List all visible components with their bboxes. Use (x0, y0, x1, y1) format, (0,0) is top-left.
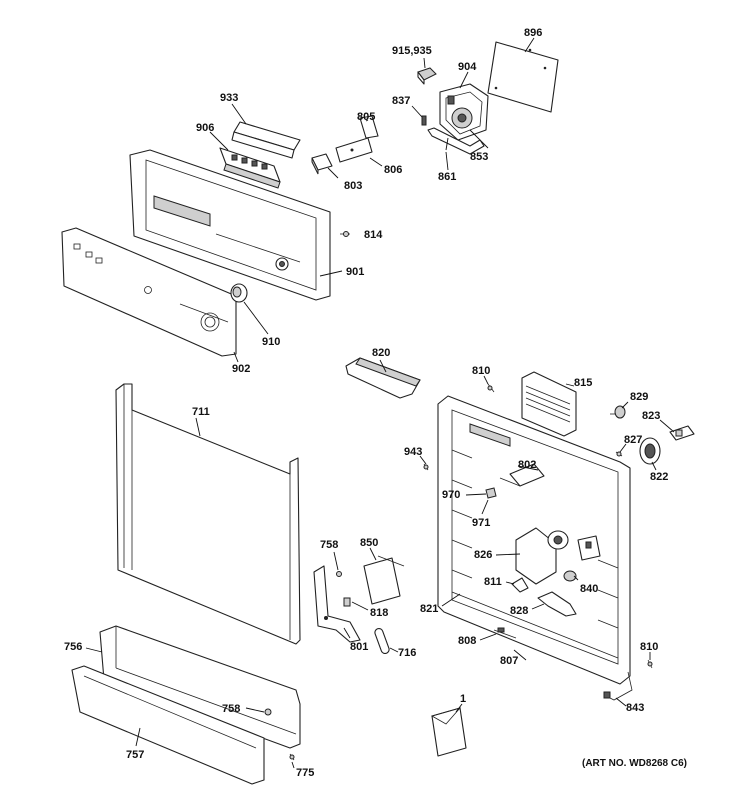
label-758-bottom: 758 (222, 703, 240, 715)
label-971: 971 (472, 517, 490, 529)
label-756: 756 (64, 641, 82, 653)
label-810-bottom: 810 (640, 641, 658, 653)
label-837: 837 (392, 95, 410, 107)
label-806: 806 (384, 164, 402, 176)
part-896-cover-plate (487, 41, 559, 113)
label-1: 1 (460, 693, 466, 705)
part-1-literature (430, 707, 467, 757)
part-806-switch-board (335, 137, 373, 163)
label-815: 815 (574, 377, 592, 389)
part-805-bracket (359, 115, 379, 139)
label-904: 904 (458, 61, 477, 73)
label-801: 801 (350, 641, 368, 653)
label-853: 853 (470, 151, 488, 163)
part-933-shield (231, 121, 301, 159)
label-805: 805 (357, 111, 375, 123)
label-808: 808 (458, 635, 476, 647)
label-711: 711 (192, 406, 210, 418)
part-820-vent (345, 357, 421, 399)
part-828-arm (537, 591, 577, 617)
label-850: 850 (360, 537, 378, 549)
part-823-actuator (669, 425, 695, 441)
part-850-plate (363, 555, 405, 605)
part-811-lever (511, 577, 529, 593)
part-815-vent-grille (521, 371, 577, 437)
part-827-screw (615, 451, 623, 457)
label-970: 970 (442, 489, 460, 501)
label-902: 902 (232, 363, 250, 375)
label-757: 757 (126, 749, 144, 761)
label-861: 861 (438, 171, 456, 183)
label-840: 840 (580, 583, 598, 595)
label-818: 818 (370, 607, 388, 619)
part-943-screw (423, 463, 429, 471)
part-810-screw-bottom (647, 659, 653, 669)
label-910: 910 (262, 336, 280, 348)
part-810-screw-top (487, 383, 495, 393)
part-818-clip (343, 597, 351, 607)
label-803: 803 (344, 180, 362, 192)
part-758-screw-bottom (264, 708, 272, 716)
part-808-hinge-pin (493, 627, 517, 639)
label-716: 716 (398, 647, 416, 659)
label-828: 828 (510, 605, 528, 617)
part-843-wire (603, 671, 633, 701)
label-896: 896 (524, 27, 542, 39)
part-826-dispenser (515, 527, 601, 585)
part-716-link (374, 627, 390, 655)
label-943: 943 (404, 446, 422, 458)
label-829: 829 (630, 391, 648, 403)
label-843: 843 (626, 702, 644, 714)
part-801-hinge-arm (313, 565, 361, 643)
part-822-dispenser-cap (639, 437, 661, 465)
part-803-switch (311, 153, 333, 175)
label-933: 933 (220, 92, 238, 104)
part-861-lever (427, 127, 485, 155)
part-711-outer-door (115, 383, 301, 645)
label-820: 820 (372, 347, 390, 359)
label-901: 901 (346, 266, 364, 278)
label-821: 821 (420, 603, 438, 615)
part-915-935-clip (417, 67, 437, 85)
label-775: 775 (296, 767, 314, 779)
part-902-panel-overlay (61, 227, 237, 357)
part-758-screw-top (336, 571, 342, 577)
art-number: (ART NO. WD8268 C6) (582, 758, 687, 769)
part-837-spring (421, 115, 427, 126)
label-814: 814 (364, 229, 383, 241)
label-915-935: 915,935 (392, 45, 432, 57)
part-756-toe-panel (99, 625, 301, 749)
part-829-gear (610, 405, 626, 419)
label-810-top: 810 (472, 365, 490, 377)
part-906-button-block (219, 147, 281, 189)
part-814-screw (340, 231, 350, 237)
label-827: 827 (624, 434, 642, 446)
part-910-knob (230, 283, 248, 303)
label-802: 802 (518, 459, 536, 471)
label-822: 822 (650, 471, 668, 483)
part-904-timer (439, 83, 489, 141)
label-807: 807 (500, 655, 518, 667)
label-811: 811 (484, 576, 502, 588)
part-775-screw (289, 753, 295, 761)
label-823: 823 (642, 410, 660, 422)
label-906: 906 (196, 122, 214, 134)
part-901-control-panel (129, 149, 331, 301)
part-757-access-panel (71, 665, 265, 785)
label-758-top: 758 (320, 539, 338, 551)
label-826: 826 (474, 549, 492, 561)
part-970-bumper (485, 487, 497, 499)
